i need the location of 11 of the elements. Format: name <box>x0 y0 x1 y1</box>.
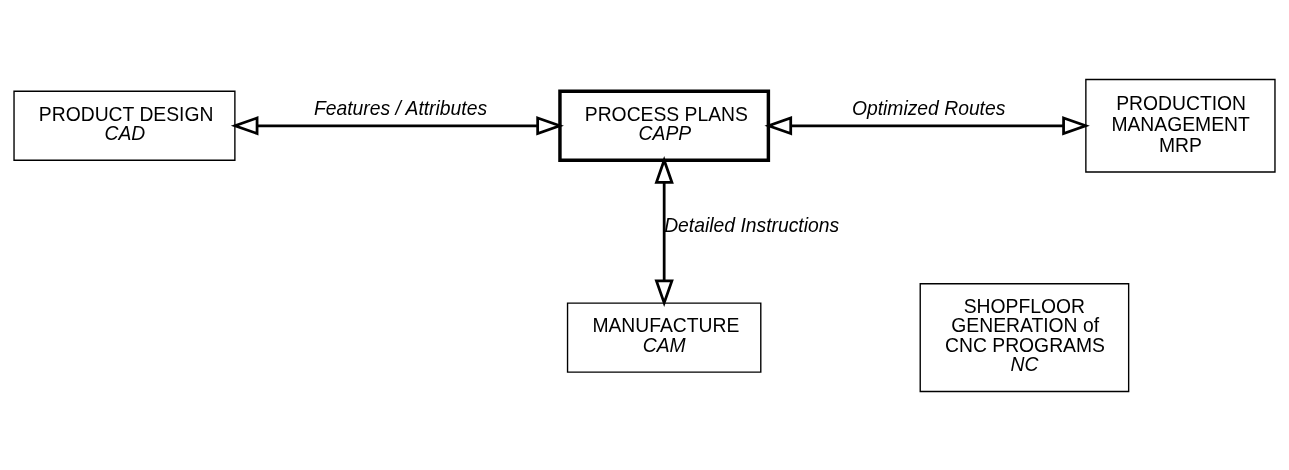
arrow <box>230 115 564 135</box>
edge-label: Optimized Routes <box>851 97 1006 119</box>
arrow <box>654 155 674 307</box>
node-box: PROCESS PLANS CAPP <box>558 89 771 162</box>
node-box: SHOPFLOOR GENERATION of CNC PROGRAMS NC <box>919 282 1130 392</box>
edge-label: Detailed Instructions <box>664 214 840 236</box>
node-box: PRODUCTION MANAGEMENT MRP <box>1085 78 1276 173</box>
arrow <box>764 115 1090 135</box>
node-box: MANUFACTURE CAM <box>566 301 762 373</box>
edge-label: Features / Attributes <box>313 97 488 119</box>
node-box: PRODUCT DESIGN CAD <box>13 90 236 161</box>
